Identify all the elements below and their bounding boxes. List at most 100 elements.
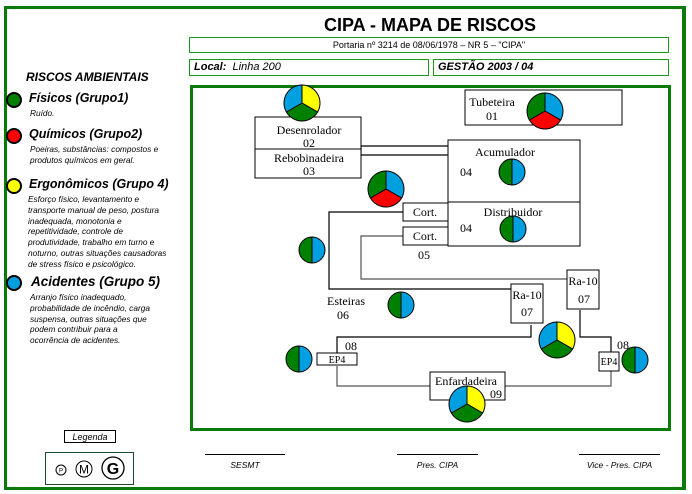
risk-segment-fisicos	[387, 291, 402, 319]
local-box: Local: Linha 200	[189, 59, 429, 76]
ergonomicos-dot-icon	[6, 178, 22, 194]
svg-text:P: P	[59, 469, 63, 475]
svg-text:EP4: EP4	[601, 357, 618, 368]
svg-text:02: 02	[303, 136, 315, 150]
signature-label-vice: Vice - Pres. CIPA	[586, 460, 653, 470]
legend-label: Legenda	[64, 430, 116, 443]
acidentes-dot-icon	[6, 275, 22, 291]
svg-text:Tubeteira: Tubeteira	[469, 95, 515, 109]
svg-text:Ra-10: Ra-10	[512, 288, 541, 302]
svg-text:Cort.: Cort.	[413, 205, 437, 219]
signature-label-pres: Pres. CIPA	[416, 460, 459, 470]
portaria-box: Portaria nº 3214 de 08/06/1978 – NR 5 – …	[189, 37, 669, 53]
risk-segment-acidentes	[400, 291, 415, 319]
risk-segment-acidentes	[311, 236, 326, 264]
svg-text:M: M	[79, 463, 89, 477]
station-ep4-left: EP4 08	[316, 339, 358, 366]
station-cort-1: Cort.	[402, 202, 449, 222]
svg-text:05: 05	[418, 248, 430, 262]
risk-name: Físicos (Grupo1)	[29, 91, 129, 105]
station-ra10-left: Ra-10 07	[510, 283, 544, 324]
risk-circle-acumulador	[498, 158, 526, 186]
risk-circle-rebobinadeira	[367, 170, 405, 208]
svg-text:09: 09	[490, 387, 502, 401]
risk-name: Ergonômicos (Grupo 4)	[29, 177, 169, 191]
svg-text:01: 01	[486, 109, 498, 123]
svg-text:Ra-10: Ra-10	[568, 274, 597, 288]
local-value: Linha 200	[232, 61, 281, 73]
risk-segment-fisicos	[621, 346, 636, 374]
legend-size-p-icon: P	[55, 464, 67, 476]
risk-circle-distribuidor	[499, 215, 527, 243]
page-title: CIPA - MAPA DE RISCOS	[323, 15, 536, 35]
legend-size-icons: P M G	[55, 456, 125, 480]
svg-text:04: 04	[460, 221, 472, 235]
risk-segment-acidentes	[538, 321, 558, 350]
svg-text:07: 07	[521, 305, 533, 319]
risk-circle-tubeteira	[526, 92, 564, 130]
svg-text:Desenrolador: Desenrolador	[277, 123, 342, 137]
risk-segment-acidentes	[511, 158, 526, 186]
risk-circle-enfardadeira	[448, 385, 486, 423]
risk-name: Acidentes (Grupo 5)	[31, 274, 161, 289]
svg-text:06: 06	[337, 308, 349, 322]
connector-ra10-ep4left	[336, 325, 532, 354]
svg-text:EP4: EP4	[329, 355, 346, 366]
signature-line-vice	[579, 454, 660, 455]
risk-segment-acidentes	[512, 215, 527, 243]
legend-box: P M G	[45, 452, 134, 485]
risk-segment-fisicos	[298, 236, 313, 264]
risk-segment-acidentes	[283, 84, 303, 113]
signature-label-sesmt: SESMT	[230, 460, 260, 470]
svg-text:G: G	[107, 461, 119, 478]
svg-text:Esteiras: Esteiras	[327, 294, 365, 308]
station-esteiras: Esteiras 06	[327, 294, 365, 322]
risk-circle-ep4-right	[621, 346, 649, 374]
station-ra10-right: Ra-10 07	[566, 269, 600, 310]
risk-segment-fisicos	[540, 339, 574, 359]
svg-text:08: 08	[345, 339, 357, 353]
risk-segment-acidentes	[298, 345, 313, 373]
station-cort-2: Cort. 05	[402, 226, 449, 262]
station-rebobinadeira: Rebobinadeira 03	[254, 148, 362, 179]
risk-segment-fisicos	[498, 158, 513, 186]
risk-circle-ra10	[538, 321, 576, 359]
svg-text:Acumulador: Acumulador	[475, 145, 535, 159]
signature-line-sesmt	[205, 454, 285, 455]
local-label: Local:	[194, 61, 227, 73]
connector-rebob-acum	[360, 145, 448, 156]
svg-text:Rebobinadeira: Rebobinadeira	[274, 151, 345, 165]
svg-text:Distribuidor: Distribuidor	[484, 205, 543, 219]
connector-ra10-ep4right	[579, 310, 612, 353]
risk-circle-esteiras	[387, 291, 415, 319]
svg-text:07: 07	[578, 292, 590, 306]
risk-segment-acidentes	[448, 385, 468, 414]
risk-segment-fisicos	[285, 102, 319, 122]
gestao-box: GESTÃO 2003 / 04	[433, 59, 669, 76]
station-ep4-right: EP4 08	[598, 338, 629, 372]
map-frame	[190, 85, 671, 431]
quimicos-dot-icon	[6, 128, 22, 144]
risk-segment-fisicos	[499, 215, 514, 243]
risk-segment-quimicos	[528, 110, 562, 130]
svg-text:Cort.: Cort.	[413, 229, 437, 243]
signature-line-pres	[397, 454, 478, 455]
svg-text:04: 04	[460, 165, 472, 179]
risk-segment-fisicos	[285, 345, 300, 373]
risk-circle-desenrolador	[283, 84, 321, 122]
legend-size-g-icon: G	[101, 456, 125, 480]
risk-segment-quimicos	[369, 188, 403, 208]
risk-desc: Arranjo físico inadequado,probabilidade …	[30, 292, 150, 346]
connector-ep4left-enfard	[336, 366, 430, 387]
risk-circle-ep4-left	[285, 345, 313, 373]
risk-segment-fisicos	[450, 403, 484, 423]
risk-circles	[283, 84, 649, 423]
station-desenrolador: Desenrolador 02	[254, 116, 362, 150]
risk-desc: Ruído.	[30, 108, 55, 118]
risk-segment-acidentes	[634, 346, 649, 374]
station-acumulador: Acumulador 04	[447, 139, 581, 203]
connector-ep4right-enfard	[505, 371, 612, 387]
